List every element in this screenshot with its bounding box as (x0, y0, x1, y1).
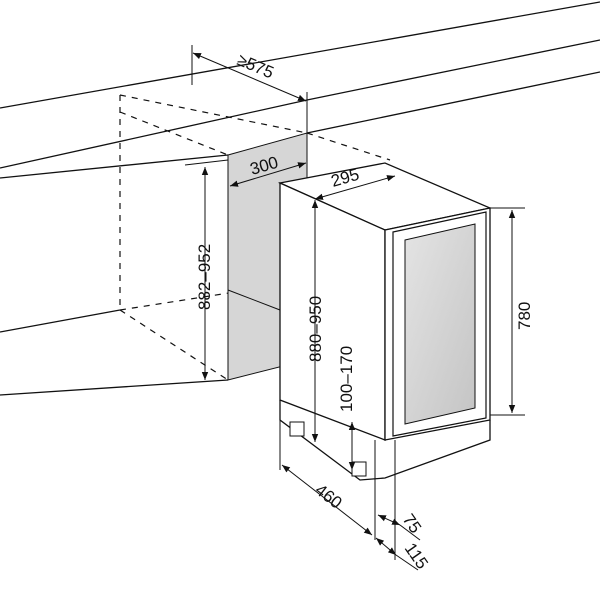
label-door-height: 780 (515, 302, 534, 330)
dim-door-height: 780 (490, 207, 534, 416)
foot-front (351, 461, 367, 477)
label-appliance-height: 880–950 (306, 296, 325, 362)
dim-appliance-height: 880–950 (306, 200, 325, 442)
dim-plinth-height: 100–170 (337, 346, 356, 470)
label-body-depth: 460 (312, 480, 346, 512)
dim-door-offset: 75 (377, 510, 425, 541)
dim-niche-height: 882–952 (184, 159, 229, 380)
label-plinth-height: 100–170 (337, 346, 356, 412)
label-counter-depth: ≥575 (234, 50, 276, 82)
label-door-offset: 75 (399, 510, 425, 536)
label-total-offset: 115 (401, 539, 432, 572)
label-niche-height: 882–952 (195, 244, 214, 310)
foot-rear (289, 421, 305, 437)
dim-body-depth: 460 (279, 420, 373, 536)
dim-total-offset: 115 (375, 537, 432, 573)
glass-panel (404, 223, 476, 425)
